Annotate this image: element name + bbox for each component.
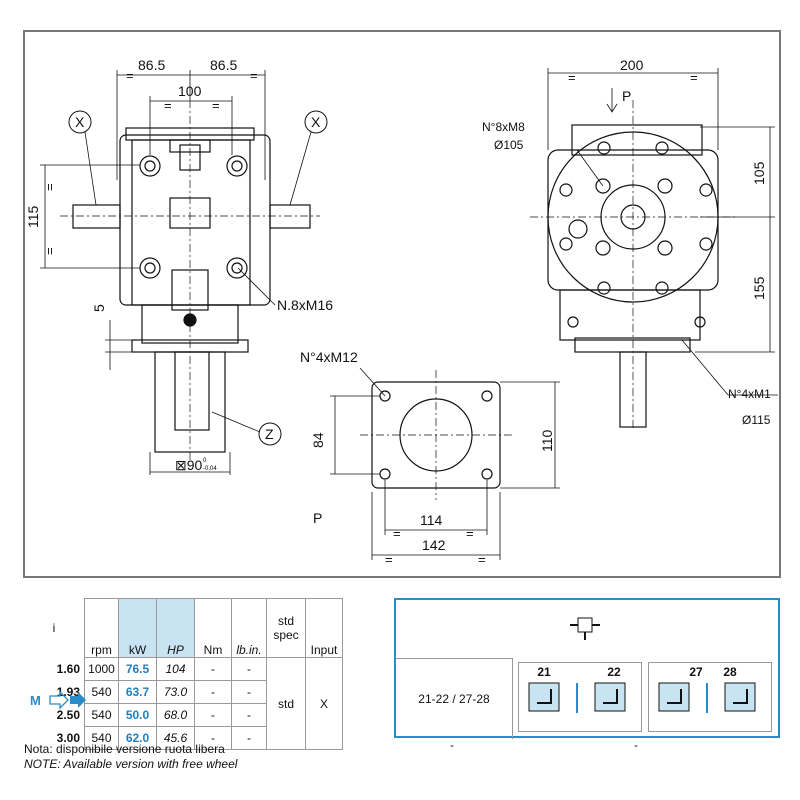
left-view xyxy=(72,127,311,453)
config-21: 21 xyxy=(537,665,551,679)
config-22: 22 xyxy=(607,665,621,679)
equal-mark: = xyxy=(393,526,401,541)
note-holes-m1: N°4xM1 xyxy=(728,387,771,401)
row-nm: - xyxy=(194,657,232,681)
row-rpm: 540 xyxy=(84,703,119,727)
dim-right-half: 86.5 xyxy=(210,57,237,73)
config-dash: - xyxy=(634,738,638,752)
dim-inner-width: 114 xyxy=(420,512,443,528)
row-lbin: - xyxy=(231,726,267,750)
callout-x-left: X xyxy=(75,114,85,130)
dim-lower-height: 155 xyxy=(751,276,767,300)
equal-mark: = xyxy=(250,68,258,83)
note-it: Nota: disponibile versione ruota libera xyxy=(24,742,225,756)
row-hp: 45.6 xyxy=(156,726,195,750)
notes: Nota: disponibile versione ruota libera … xyxy=(24,742,237,772)
row-hp: 73.0 xyxy=(156,680,195,704)
config-box-27-28: 27 28 xyxy=(648,662,772,732)
dim-base-offset: 5 xyxy=(91,304,107,312)
header-std-spec: std spec xyxy=(266,598,306,658)
dim-outer-width: 142 xyxy=(422,537,446,553)
note-holes-m12: N°4xM12 xyxy=(300,349,358,365)
dim-inner-height: 84 xyxy=(310,432,326,448)
row-rpm: 1000 xyxy=(84,657,119,681)
header-nm: Nm xyxy=(194,598,232,658)
row-rpm: 540 xyxy=(84,726,119,750)
config-28: 28 xyxy=(723,665,737,679)
header-i: i xyxy=(52,621,56,635)
input-arrow-icon xyxy=(49,690,86,710)
header-rpm: rpm xyxy=(84,598,119,658)
m-label: M xyxy=(30,693,41,708)
dim-outer-height: 110 xyxy=(539,429,555,452)
row-i: 1.60 xyxy=(56,662,80,676)
spec-table: i rpm kW HP Nm lb.in. std spec Input 1.6… xyxy=(24,598,343,750)
row-hp: 68.0 xyxy=(156,703,195,727)
dim-left-half: 86.5 xyxy=(138,57,165,73)
equal-mark: = xyxy=(568,70,576,85)
drawing-frame xyxy=(23,30,781,578)
row-rpm: 540 xyxy=(84,680,119,704)
std-value: std xyxy=(266,657,306,750)
equal-mark: = xyxy=(385,552,393,567)
header-input: Input xyxy=(305,598,343,658)
row-nm: - xyxy=(194,703,232,727)
callout-x-right: X xyxy=(311,114,321,130)
header-lbin: lb.in. xyxy=(231,598,267,658)
tolerance-bottom: -0.04 xyxy=(203,466,217,472)
equal-mark: = xyxy=(42,183,57,191)
input-value: X xyxy=(305,657,343,750)
config-box-21-22: 21 22 xyxy=(518,662,642,732)
row-i: 1.93 xyxy=(56,685,80,699)
row-nm: - xyxy=(194,680,232,704)
flange-p-label: P xyxy=(313,510,322,526)
row-i: 2.50 xyxy=(56,708,80,722)
header-hp: HP xyxy=(156,598,195,658)
row-kw: 63.7 xyxy=(118,680,157,704)
config-diagram-icon xyxy=(658,682,756,713)
callout-z: Z xyxy=(265,426,274,442)
dim-height: 115 xyxy=(25,205,41,228)
config-codes: 21-22 / 27-28 xyxy=(396,658,513,739)
right-p-label: P xyxy=(622,88,631,104)
equal-mark: = xyxy=(466,526,474,541)
equal-mark: = xyxy=(126,68,134,83)
note-holes-m8: N°8xM8 xyxy=(482,120,525,134)
equal-mark: = xyxy=(42,247,57,255)
row-kw: 50.0 xyxy=(118,703,157,727)
equal-mark: = xyxy=(164,98,172,113)
config-panel: 21-22 / 27-28 21 22 27 28 xyxy=(394,598,780,739)
note-holes-m16: N.8xM16 xyxy=(277,297,333,313)
row-kw: 76.5 xyxy=(118,657,157,681)
gearbox-icon xyxy=(570,617,600,640)
row-lbin: - xyxy=(231,657,267,681)
dim-shaft-square: ⊠90 xyxy=(175,457,203,473)
row-lbin: - xyxy=(231,680,267,704)
dim-upper-height: 105 xyxy=(751,161,767,185)
equal-mark: = xyxy=(212,98,220,113)
equal-mark: = xyxy=(478,552,486,567)
note-en: NOTE: Available version with free wheel xyxy=(24,757,238,771)
config-dash: - xyxy=(450,738,454,752)
config-diagram-icon xyxy=(528,682,626,713)
config-27: 27 xyxy=(689,665,703,679)
dim-width-200: 200 xyxy=(620,57,644,73)
row-hp: 104 xyxy=(156,657,195,681)
dim-center-span: 100 xyxy=(178,83,202,99)
equal-mark: = xyxy=(690,70,698,85)
tolerance-top: 0 xyxy=(203,458,207,464)
row-i: 3.00 xyxy=(56,731,80,745)
note-holes-m8-dia: Ø105 xyxy=(494,138,524,152)
row-lbin: - xyxy=(231,703,267,727)
header-kw: kW xyxy=(118,598,157,658)
note-holes-m1-dia: Ø115 xyxy=(742,413,771,427)
